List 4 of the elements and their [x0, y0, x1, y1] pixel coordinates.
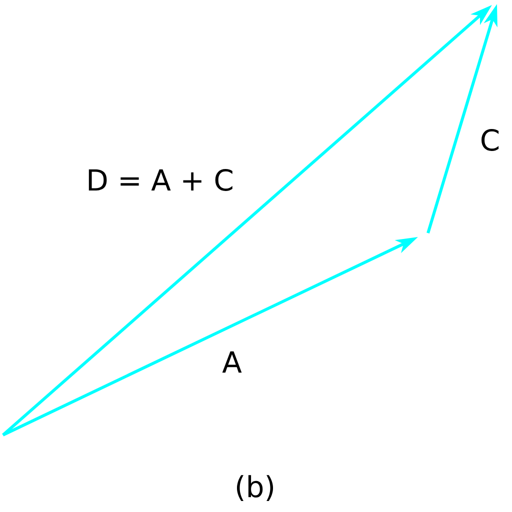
vector-label: A — [222, 351, 242, 373]
vector-label: (b) — [236, 475, 274, 501]
vector-label: C — [482, 129, 499, 151]
vector-label: D = A + C — [88, 169, 232, 191]
